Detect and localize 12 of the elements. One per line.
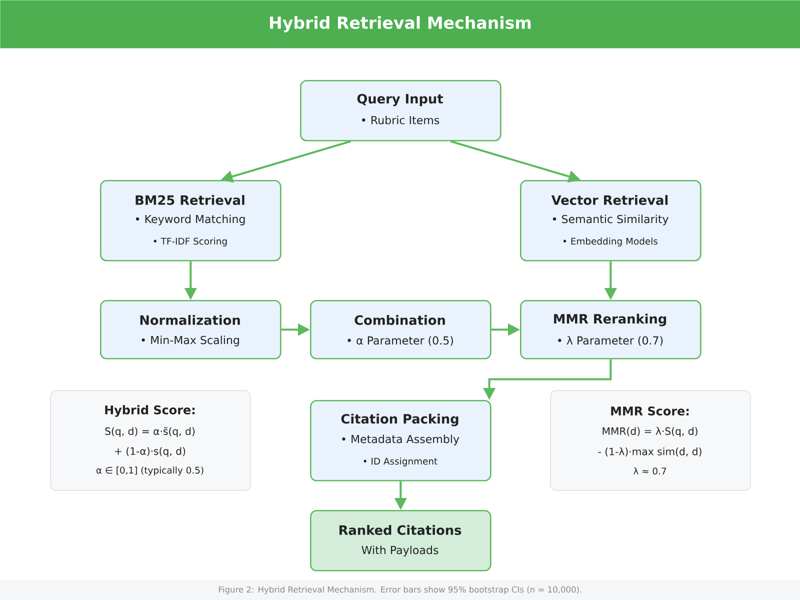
process-box: Query Input • Rubric Items [300,80,502,142]
process-box: Vector Retrieval • Semantic Similarity • Embedding Models [520,180,702,262]
caption: Figure 2: Hybrid Retrieval Mechanism. Error bars show 95% bootstrap CIs (n = 10,000). [0,580,800,600]
process-box: Citation Packing • Metadata Assembly • ID Assignment [310,400,492,482]
process-box: Combination • α Parameter (0.5) [310,300,492,360]
process-box: MMR Reranking • λ Parameter (0.7) [520,300,702,360]
process-box: BM25 Retrieval • Keyword Matching • TF-IDF Scoring [100,180,282,262]
process-box: Normalization • Min-Max Scaling [100,300,282,360]
note-box: Hybrid Score: S(q, d) = α·s̃(q, d) + (1-α)·s(q, d) α ∈ [0,1] (typically 0.5) [50,390,251,491]
output-box: Ranked Citations With Payloads [310,510,492,572]
title-bar: Hybrid Retrieval Mechanism [0,0,800,48]
note-box: MMR Score: MMR(d) = λ·S(q, d) - (1-λ)·max sim(d, d) λ ≈ 0.7 [550,390,751,491]
